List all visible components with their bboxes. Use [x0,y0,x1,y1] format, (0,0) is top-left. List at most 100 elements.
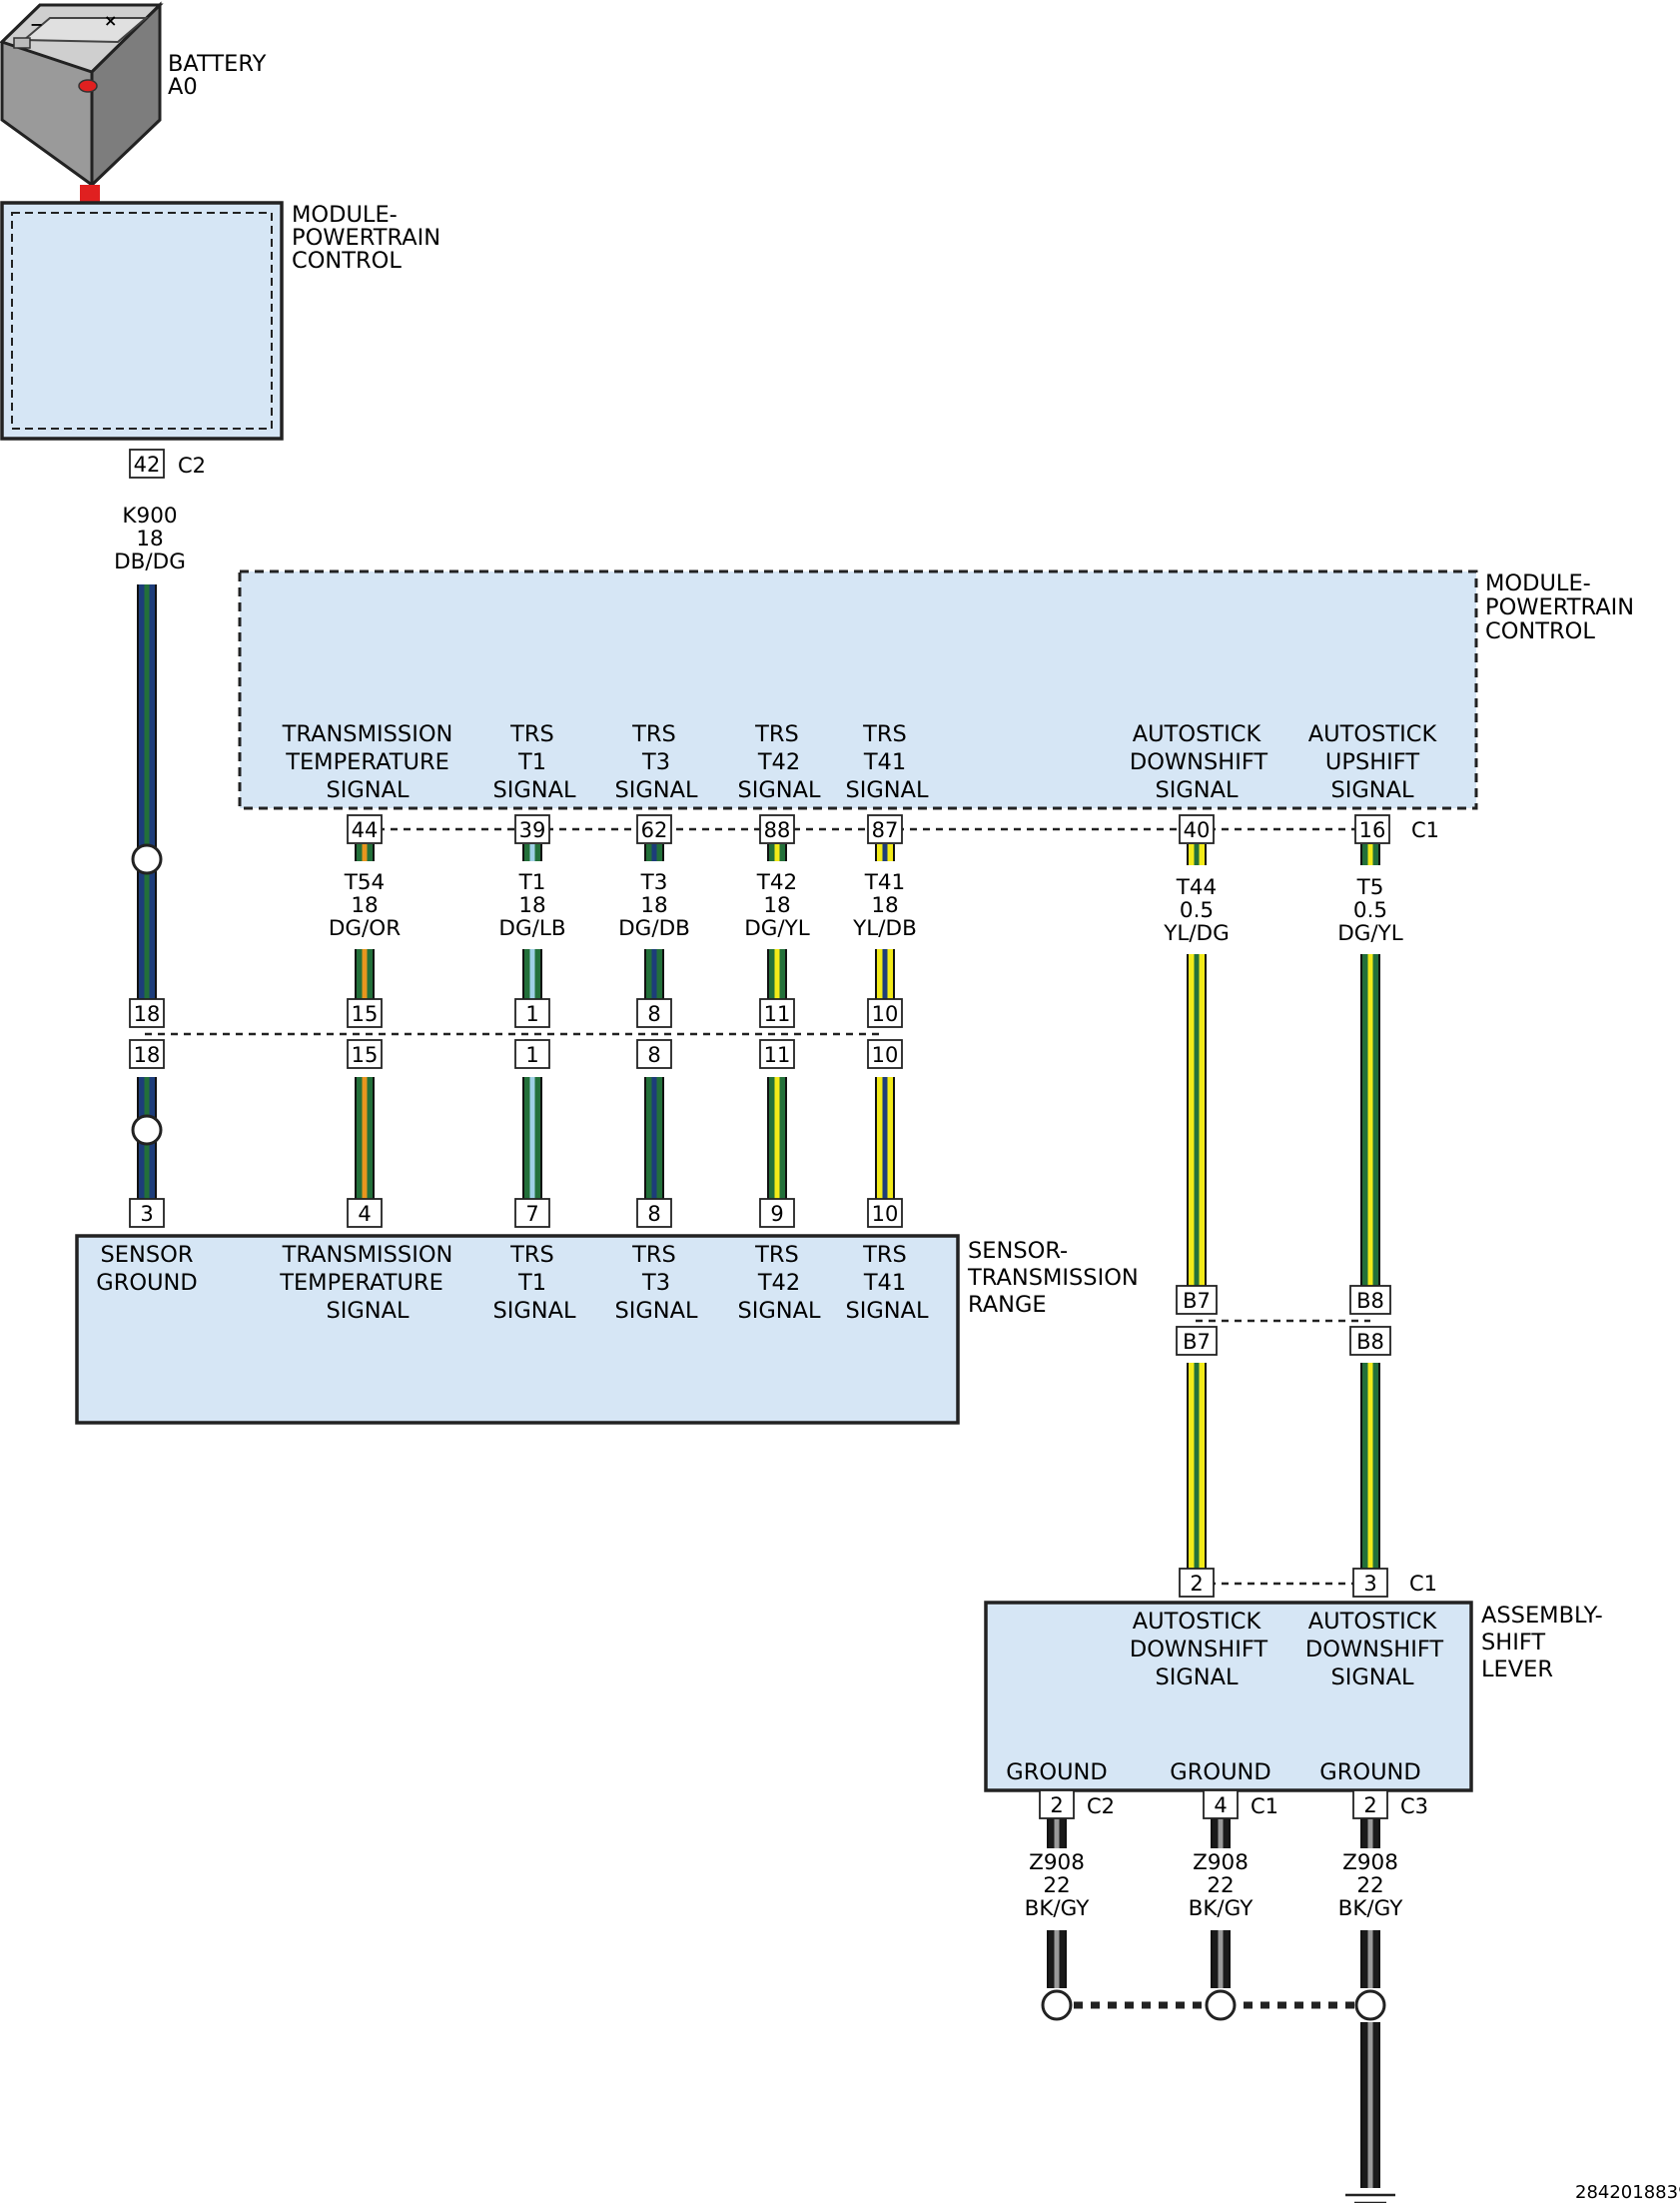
wire-t54-label-line3: DG/OR [329,916,401,941]
wire-t1-segment-1-stripe [529,844,535,861]
pcm-signal-0-line3: SIGNAL [326,777,410,803]
shift-lever-top-pin-1-box [1352,1568,1388,1598]
inline-connector-1-top-pin-5-box [867,998,903,1028]
sensor-signal-1-line1: TRANSMISSION [282,1242,453,1268]
wire-t42-label-line3: DG/YL [744,916,810,941]
ground-wire-0-segment-1-stripe [1054,1818,1060,1848]
pcm-main-pin-5: 40 [1184,818,1211,842]
sensor-signal-3-line1: TRS [631,1242,676,1268]
shift-lever-top-pin-0-box [1179,1568,1215,1598]
pcm-main-label-line3: CONTROL [1485,618,1595,644]
pcm-signal-2-line3: SIGNAL [614,777,698,803]
sensor-signal-2-line3: SIGNAL [492,1298,576,1324]
inline-connector-1-top-pin-4-box [759,998,795,1028]
sensor-signal-3-line2: T3 [641,1270,670,1296]
sensor-signal-4-line1: TRS [754,1242,799,1268]
wire-t1-label-line1: T1 [518,870,546,895]
inline-connector-2-top-pin-1: B8 [1356,1289,1384,1313]
inline-connector-1-top-pin-2: 1 [525,1002,538,1026]
sensor-signal-1-line3: SIGNAL [326,1298,410,1324]
diagram-id: 2842018839 [1575,2182,1680,2203]
shift-lever-ground-1-label: GROUND [1170,1759,1270,1785]
pcm-main-pin-1: 39 [519,818,546,842]
pcm-top-label-line2: POWERTRAIN [292,225,440,251]
svg-text:×: × [104,11,117,30]
shift-lever-signal-0-line1: AUTOSTICK [1133,1609,1262,1635]
wire-k900-label-line2: 18 [136,527,163,551]
shift-lever-label-line1: ASSEMBLY- [1481,1603,1603,1629]
inline-connector-1-top-pin-1-box [347,998,383,1028]
sensor-pin-0: 3 [140,1202,153,1226]
wire-k900-label-line3: DB/DG [114,550,186,574]
shift-lever-signal-1-line3: SIGNAL [1330,1664,1414,1690]
ground-wire-1-label-line1: Z908 [1193,1850,1249,1875]
pcm-signal-4-line3: SIGNAL [845,777,929,803]
wire-t3-label-line1: T3 [640,870,668,895]
sensor-label-line3: RANGE [968,1292,1047,1318]
inline-connector-1-bottom-pin-5-box [867,1039,903,1069]
sensor-pin-0-box [129,1198,165,1228]
pcm-signal-6-line2: UPSHIFT [1325,749,1419,775]
shift-lever-ground-connector-1: C1 [1251,1794,1278,1818]
wire-text-layer: K90018DB/DGT5418DG/ORT118DG/LBT318DG/DBT… [114,504,1403,1921]
inline-connector-1-bottom-pin-2-box [514,1039,550,1069]
sensor-transmission-range-module [75,1234,960,1425]
sensor-signal-4-line2: T42 [757,1270,800,1296]
wire-t44-segment-2-stripe [1194,954,1200,1286]
sensor-signal-5-line3: SIGNAL [845,1298,929,1324]
sensor-signal-0-line1: SENSOR [101,1242,194,1268]
inline-connector-1-top-pin-0-box [129,998,165,1028]
ground-wire-0-segment-2-stripe [1054,1930,1060,1988]
sensor-signal-4-line3: SIGNAL [737,1298,821,1324]
sensor-signal-5-line1: TRS [862,1242,907,1268]
shift-lever-ground-2-label: GROUND [1319,1759,1420,1785]
pcm-main-pin-0-box [347,814,383,844]
pcm-signal-5-line3: SIGNAL [1155,777,1239,803]
pcm-signal-4-line1: TRS [862,721,907,747]
pcm-main-pin-2-box [636,814,672,844]
pcm-main-label-line2: POWERTRAIN [1485,594,1634,620]
shift-lever-top-pin-1: 3 [1363,1572,1376,1596]
wire-t42-label-line1: T42 [756,870,798,895]
wire-t54-segment-3-stripe [362,1077,368,1199]
inline-connector-2-top-pin-0: B7 [1183,1289,1211,1313]
wire-t5-segment-1-stripe [1367,844,1373,865]
ground-splice-node-1 [1205,1989,1237,2021]
pcm-signal-3-line1: TRS [754,721,799,747]
shift-lever-signal-0-line2: DOWNSHIFT [1130,1637,1267,1662]
ground-wire-1-segment-2-stripe [1218,1930,1224,1988]
pcm-module-top-inner [11,212,273,430]
shift-lever-ground-pin-1: 4 [1214,1793,1227,1817]
pcm-main-label-line1: MODULE- [1485,570,1591,596]
pcm-signal-0-line1: TRANSMISSION [282,721,453,747]
shift-lever-ground-pin-1-box [1203,1789,1239,1819]
sensor-label-line1: SENSOR- [968,1238,1068,1264]
sensor-pin-2: 7 [525,1202,538,1226]
pcm-signal-1-line2: T1 [517,749,546,775]
wire-t41-segment-3-stripe [882,1077,888,1199]
inline-connector-2-top-pin-1-box [1349,1285,1391,1315]
wire-t5-label-line1: T5 [1356,875,1384,900]
pcm-main-pin-4-box [867,814,903,844]
sensor-signal-5-line2: T41 [863,1270,906,1296]
inline-connector-1-top-pin-5: 10 [872,1002,899,1026]
shift-lever-label-line2: SHIFT [1481,1630,1545,1655]
pcm-top-connector-id: C2 [178,454,206,478]
wire-t41-segment-2-stripe [882,949,888,999]
shift-lever-signal-0-line3: SIGNAL [1155,1664,1239,1690]
sensor-pin-2-box [514,1198,550,1228]
wire-t1-segment-3-stripe [529,1077,535,1199]
inline-connector-2-bottom-pin-0: B7 [1183,1330,1211,1354]
pcm-main-pin-4: 87 [872,818,899,842]
ground-wire-1-label-line3: BK/GY [1189,1896,1255,1921]
wire-t3-segment-2-stripe [651,949,657,999]
inline-connector-1-bottom-pin-5: 10 [872,1043,899,1067]
chassis-ground-icon [1345,2193,1395,2203]
pcm-top-label-line1: MODULE- [292,202,398,228]
wire-t41-label-line3: YL/DB [852,916,917,941]
sensor-signal-3-line3: SIGNAL [614,1298,698,1324]
splice-node-k900-upper [131,843,163,875]
ground-wire-0-label-line3: BK/GY [1025,1896,1091,1921]
inline-connector-1-bottom-pin-1-box [347,1039,383,1069]
